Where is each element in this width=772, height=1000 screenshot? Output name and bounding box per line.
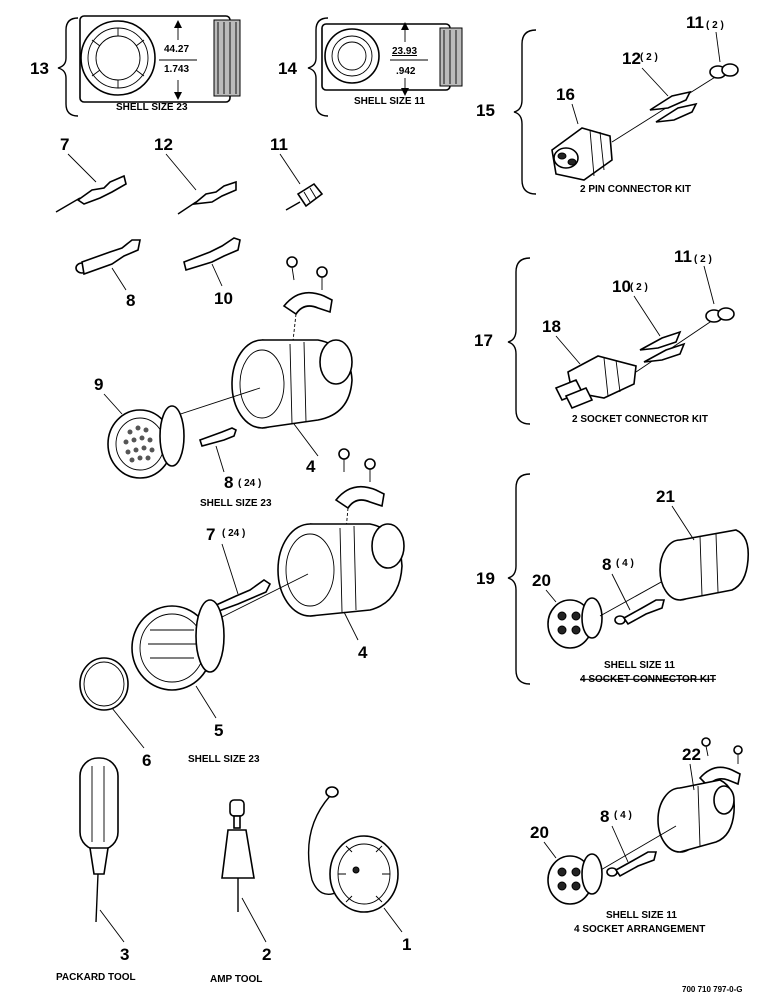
lower-backshell-4 <box>277 523 405 617</box>
caption-4-socket-arrangement: 4 SOCKET ARRANGEMENT <box>574 924 705 935</box>
callout-14: 14 <box>278 59 297 78</box>
qty-11-pin: ( 2 ) <box>706 20 724 31</box>
two-socket-connector-body <box>554 355 637 410</box>
callout-3: 3 <box>120 945 129 964</box>
callout-8-arrangement: 8 <box>600 807 609 826</box>
callout-21: 21 <box>656 487 675 506</box>
callout-10: 10 <box>214 289 233 308</box>
arrangement-socket-contact-8 <box>606 851 658 878</box>
callout-20-arrangement: 20 <box>530 823 549 842</box>
callout-20-kit: 20 <box>532 571 551 590</box>
packard-tool <box>79 757 119 923</box>
dimension-23-93: 23.93 <box>392 46 417 57</box>
two-pin-terminals <box>649 90 698 123</box>
callout-9: 9 <box>94 375 103 394</box>
callout-8-kit: 8 <box>602 555 611 574</box>
callout-12-pin: 12 <box>622 49 641 68</box>
kit-socket-contact-8 <box>614 599 666 626</box>
two-pin-connector-body <box>551 127 613 181</box>
two-socket-seals <box>705 307 735 323</box>
caption-shell-size-11-top: SHELL SIZE 11 <box>354 96 425 107</box>
callout-1: 1 <box>402 935 411 954</box>
callout-18: 18 <box>542 317 561 336</box>
retaining-ring-6 <box>79 657 129 711</box>
qty-8-arrangement: ( 4 ) <box>614 810 632 821</box>
caption-shell-size-23-top: SHELL SIZE 23 <box>116 102 188 113</box>
callout-22: 22 <box>682 745 701 764</box>
callout-2: 2 <box>262 945 271 964</box>
callout-6: 6 <box>142 751 151 770</box>
callout-8-upper: 8 <box>224 473 233 492</box>
caption-shell-size-11-kit: SHELL SIZE 11 <box>604 660 675 671</box>
caption-amp-tool: AMP TOOL <box>210 974 262 985</box>
upper-backshell-4 <box>231 339 353 429</box>
arrangement-clamp-screws <box>698 737 743 788</box>
callout-11: 11 <box>270 135 288 154</box>
caption-shell-size-11-arrangement: SHELL SIZE 11 <box>606 910 677 921</box>
pin-terminal-7 <box>55 174 127 213</box>
qty-8-upper: ( 24 ) <box>238 478 261 489</box>
callout-10-socket: 10 <box>612 277 631 296</box>
arrangement-receptacle-20 <box>547 853 603 905</box>
qty-11-socket: ( 2 ) <box>694 254 712 265</box>
callout-7: 7 <box>60 135 69 154</box>
qty-7-lower: ( 24 ) <box>222 528 245 539</box>
qty-8-kit: ( 4 ) <box>616 558 634 569</box>
drawing-number: 700 710 797-0-G <box>682 985 743 994</box>
dimension-44-27: 44.27 <box>164 44 189 55</box>
callout-4-upper: 4 <box>306 457 316 476</box>
callout-19: 19 <box>476 569 495 588</box>
callout-4-lower: 4 <box>358 643 368 662</box>
callout-7-lower: 7 <box>206 525 215 544</box>
dimension-0-942: .942 <box>396 66 416 77</box>
shell-size-11-face <box>307 17 463 117</box>
arrangement-backshell-22 <box>657 779 736 853</box>
caption-2-socket-kit: 2 SOCKET CONNECTOR KIT <box>572 414 708 425</box>
caption-2-pin-kit: 2 PIN CONNECTOR KIT <box>580 184 691 195</box>
lower-receptacle-5 <box>131 599 225 691</box>
callout-16: 16 <box>556 85 575 104</box>
callout-12: 12 <box>154 135 173 154</box>
pin-terminal-12 <box>177 180 237 215</box>
caption-shell-size-23-mid: SHELL SIZE 23 <box>200 498 272 509</box>
lower-pin-contact-7 <box>213 579 272 614</box>
qty-10-socket: ( 2 ) <box>630 282 648 293</box>
lower-clamp-screws <box>334 448 385 510</box>
upper-clamp-screws <box>282 256 333 316</box>
callout-13: 13 <box>30 59 49 78</box>
kit-receptacle-20 <box>547 597 603 649</box>
callout-17: 17 <box>474 331 493 350</box>
amp-tool <box>221 799 255 912</box>
kit-backshell-21 <box>659 529 750 601</box>
shell-size-23-face <box>57 15 241 117</box>
socket-terminal-8 <box>75 239 141 276</box>
callout-15: 15 <box>476 101 495 120</box>
upper-socket-contact-8 <box>198 427 237 447</box>
socket-terminal-10 <box>183 237 241 272</box>
seal-11 <box>285 182 324 211</box>
callout-11-socket: 11 <box>674 247 692 266</box>
dust-cap <box>307 786 399 913</box>
caption-shell-size-23-low: SHELL SIZE 23 <box>188 754 260 765</box>
upper-receptacle-9 <box>107 405 185 479</box>
callout-11-pin: 11 <box>686 13 704 32</box>
callout-8: 8 <box>126 291 135 310</box>
callout-5: 5 <box>214 721 223 740</box>
qty-12-pin: ( 2 ) <box>640 52 658 63</box>
caption-4-socket-kit: 4 SOCKET CONNECTOR KIT <box>580 674 716 685</box>
two-pin-seals <box>709 63 739 79</box>
dimension-1-743: 1.743 <box>164 64 189 75</box>
caption-packard-tool: PACKARD TOOL <box>56 972 136 983</box>
two-socket-terminals <box>639 330 686 363</box>
